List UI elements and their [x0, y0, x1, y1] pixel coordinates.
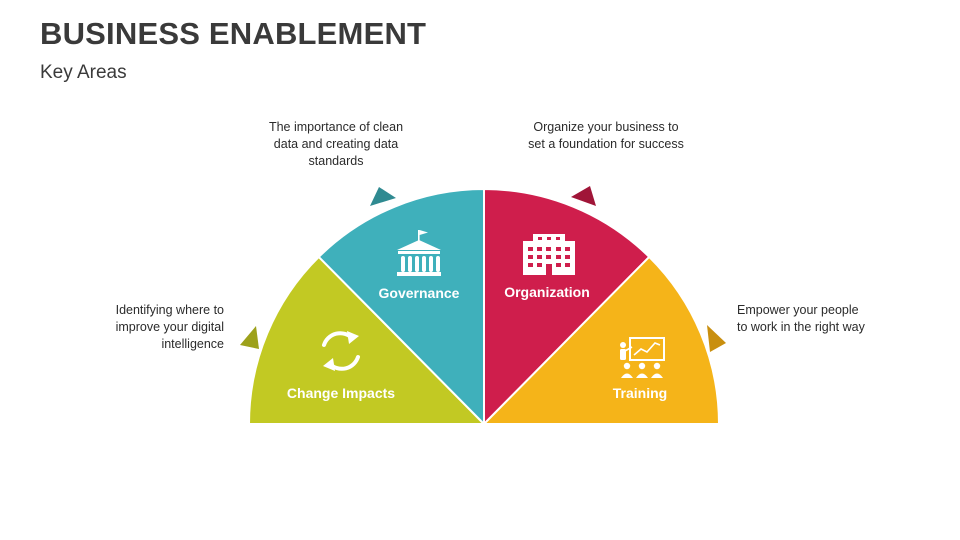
- organization-description: Organize your business to set a foundati…: [528, 120, 684, 151]
- refresh-cycle-icon: [322, 331, 360, 371]
- government-building-icon: [397, 230, 441, 276]
- governance-description: The importance of clean data and creatin…: [268, 120, 404, 168]
- page-subtitle: Key Areas: [40, 62, 127, 83]
- change-impacts-segment: [247, 255, 487, 425]
- change-impacts-description: Identifying where to improve your digita…: [115, 303, 224, 351]
- change-impacts-pointer-arrow: [240, 326, 259, 349]
- training-description: Empower your people to work in the right…: [737, 303, 865, 334]
- governance-segment: [317, 187, 485, 427]
- change-impacts-label: Change Impacts: [287, 385, 395, 401]
- organization-label: Organization: [504, 284, 590, 300]
- organization-pointer-arrow: [571, 186, 596, 206]
- presentation-training-icon: [620, 337, 665, 378]
- page-title: BUSINESS ENABLEMENT: [40, 16, 427, 51]
- governance-pointer-arrow: [370, 187, 396, 206]
- governance-label: Governance: [379, 285, 460, 301]
- training-segment: [481, 255, 721, 425]
- training-label: Training: [613, 385, 667, 401]
- office-building-icon: [523, 234, 575, 275]
- training-pointer-arrow: [707, 325, 726, 352]
